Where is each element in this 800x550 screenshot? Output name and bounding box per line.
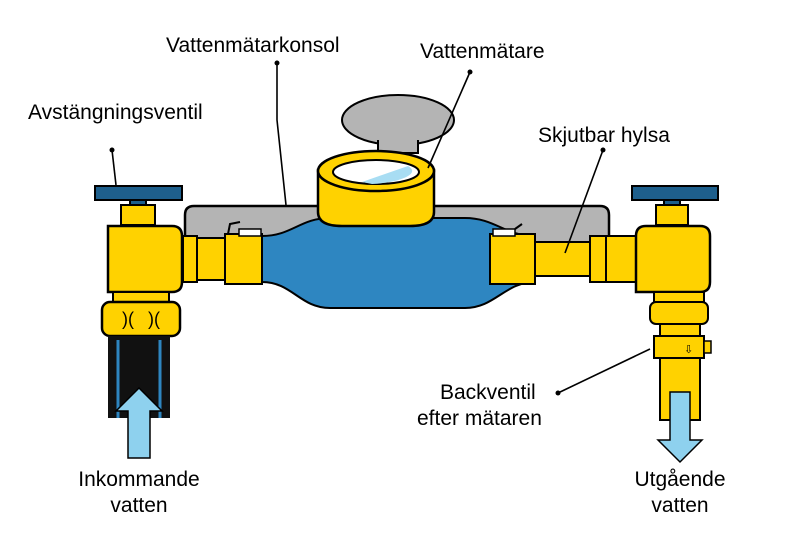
- check-valve: [653, 335, 705, 359]
- left-valve-collar: [112, 291, 170, 303]
- label-console: Vattenmätarkonsol: [166, 34, 340, 57]
- label-outlet-line1: Utgående: [634, 468, 726, 491]
- right-valve-side-nut: [605, 235, 637, 283]
- label-outlet-line2: vatten: [651, 494, 709, 517]
- label-inlet-line2: vatten: [110, 494, 168, 517]
- left-union-nut: [100, 300, 182, 338]
- right-valve-collar: [653, 291, 705, 303]
- right-valve-bonnet: [655, 204, 689, 226]
- right-clip-tab: [492, 228, 516, 237]
- label-inlet-line1: Inkommande: [78, 468, 200, 491]
- meter-dial-shade: [362, 166, 413, 184]
- left-valve-bonnet: [120, 204, 156, 226]
- meter-lid: [341, 94, 455, 146]
- sliding-sleeve: [534, 241, 591, 277]
- svg-text:)(: )(: [148, 309, 160, 329]
- left-coupling-nut: [224, 233, 263, 285]
- right-valve-neck: [659, 323, 701, 337]
- svg-text:)(: )(: [122, 309, 134, 329]
- valve-handle-icon-right: [631, 185, 719, 201]
- left-coupling-ring: [182, 235, 198, 283]
- right-valve-union: [649, 301, 709, 325]
- right-clip: [514, 223, 523, 230]
- valve-handle-icon: [94, 185, 183, 201]
- leader-lines: [111, 63, 651, 394]
- label-shutoff-valve: Avstängningsventil: [28, 101, 203, 124]
- check-valve-tab: [703, 340, 712, 354]
- svg-text:⇩: ⇩: [684, 343, 693, 356]
- flow-in-arrow-icon: [114, 386, 164, 459]
- leader-dots: [109, 60, 606, 396]
- right-coupling-nut: [489, 233, 536, 285]
- left-coupling: [196, 237, 226, 281]
- flow-out-arrow-icon: [656, 391, 704, 464]
- label-check-valve-line2: efter mätaren: [417, 407, 542, 430]
- left-valve-body: [106, 224, 184, 294]
- left-clip-tab: [238, 228, 262, 237]
- right-coupling-ring: [589, 235, 607, 283]
- right-valve-body: [634, 224, 712, 294]
- left-clip: [227, 221, 241, 235]
- label-check-valve-line1: Backventil: [440, 381, 536, 404]
- label-meter: Vattenmätare: [420, 40, 545, 63]
- label-sliding-sleeve: Skjutbar hylsa: [538, 124, 670, 147]
